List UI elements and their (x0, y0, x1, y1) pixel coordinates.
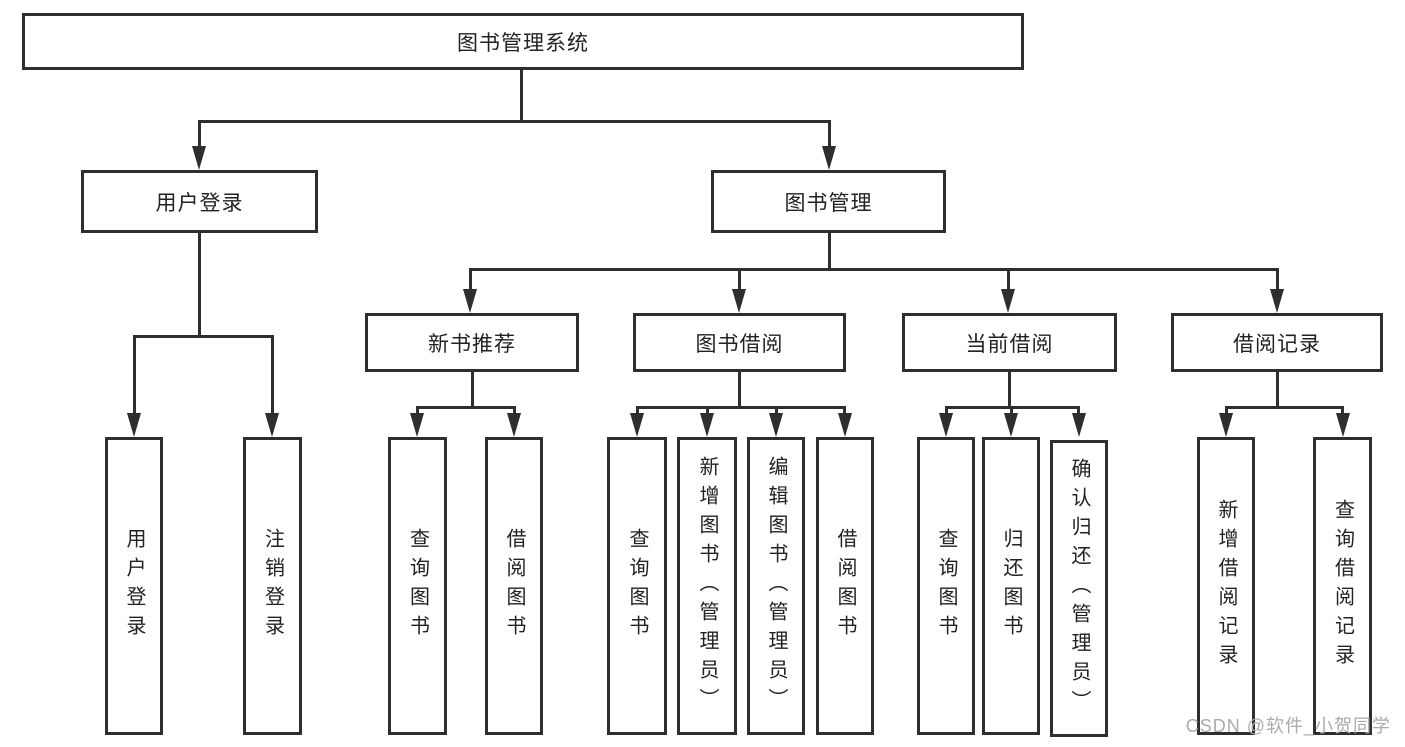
connector-drop-query-record (1341, 406, 1344, 418)
connector-drop-user-login (198, 120, 201, 148)
node-user-login: 用户登录 (81, 170, 318, 233)
node-add-books-admin: 新增图书（管理员） (677, 437, 737, 735)
connector-drop-return-books (1010, 406, 1013, 418)
arrowhead-edit-books (769, 413, 783, 437)
node-query-borrow-record: 查询借阅记录 (1313, 437, 1372, 735)
node-query-books-recommend: 查询图书 (388, 437, 447, 735)
arrowhead-borrow-books-2 (838, 413, 852, 437)
connector-drop-book-mgmt (828, 120, 831, 148)
node-logout: 注销登录 (243, 437, 302, 735)
node-query-books-current: 查询图书 (917, 437, 975, 735)
connector-drop-borrow-records (1276, 268, 1279, 291)
connector-drop-borrow-books-1 (513, 406, 516, 418)
arrowhead-user-login (192, 146, 206, 170)
arrowhead-add-record (1219, 413, 1233, 437)
arrowhead-logout (265, 413, 279, 437)
connector-drop-confirm-return (1077, 406, 1080, 418)
connector-drop-book-borrow (738, 268, 741, 291)
connector-drop-add-books (706, 406, 709, 418)
arrowhead-confirm-return (1072, 413, 1086, 437)
csdn-watermark: CSDN @软件_小贺同学 (1185, 716, 1391, 736)
connector-level2-branch (198, 120, 831, 123)
connector-user-login-branch (133, 335, 274, 338)
arrowhead-add-books (700, 413, 714, 437)
node-current-borrowing: 当前借阅 (902, 313, 1117, 372)
arrowhead-query-books-2 (630, 413, 644, 437)
connector-drop-new-book (469, 268, 472, 291)
connector-bookborrow-stub (738, 372, 741, 408)
connector-drop-query-books-2 (636, 406, 639, 418)
arrowhead-return-books (1004, 413, 1018, 437)
arrowhead-current-borrow (1001, 289, 1015, 313)
connector-drop-query-books-3 (945, 406, 948, 418)
node-book-management: 图书管理 (711, 170, 946, 233)
arrowhead-query-books-1 (410, 413, 424, 437)
arrowhead-borrow-records (1270, 289, 1284, 313)
arrowhead-borrow-books-1 (507, 413, 521, 437)
connector-drop-current-borrow (1007, 268, 1010, 291)
node-login: 用户登录 (105, 437, 163, 735)
arrowhead-book-borrow (732, 289, 746, 313)
arrowhead-book-mgmt (822, 146, 836, 170)
node-borrow-books-recommend: 借阅图书 (485, 437, 543, 735)
node-borrow-books-borrowing: 借阅图书 (816, 437, 874, 735)
connector-drop-add-record (1225, 406, 1228, 418)
node-new-book-recommend: 新书推荐 (365, 313, 579, 372)
node-book-borrowing: 图书借阅 (633, 313, 846, 372)
connector-level3-branch (469, 268, 1279, 271)
arrowhead-query-record (1336, 413, 1350, 437)
node-library-system: 图书管理系统 (22, 13, 1024, 70)
connector-newbook-stub (471, 372, 474, 408)
connector-drop-logout (271, 335, 274, 415)
connector-currentborrow-stub (1008, 372, 1011, 408)
connector-drop-edit-books (775, 406, 778, 418)
node-return-books: 归还图书 (982, 437, 1040, 735)
connector-records-stub (1276, 372, 1279, 408)
connector-root-stub (520, 70, 523, 121)
node-borrow-records: 借阅记录 (1171, 313, 1383, 372)
connector-user-login-stub (198, 233, 201, 337)
arrowhead-new-book (463, 289, 477, 313)
node-query-books-borrowing: 查询图书 (607, 437, 667, 735)
connector-drop-query-books-1 (416, 406, 419, 418)
connector-book-mgmt-stub (828, 233, 831, 270)
arrowhead-query-books-3 (939, 413, 953, 437)
node-confirm-return-admin: 确认归还（管理员） (1050, 440, 1108, 737)
arrowhead-login (127, 413, 141, 437)
connector-drop-login (133, 335, 136, 415)
connector-records-branch (1225, 406, 1344, 409)
connector-drop-borrow-books-2 (843, 406, 846, 418)
node-add-borrow-record: 新增借阅记录 (1197, 437, 1255, 735)
connector-newbook-branch (416, 406, 516, 409)
node-edit-books-admin: 编辑图书（管理员） (747, 437, 805, 735)
connector-bookborrow-branch (636, 406, 844, 409)
